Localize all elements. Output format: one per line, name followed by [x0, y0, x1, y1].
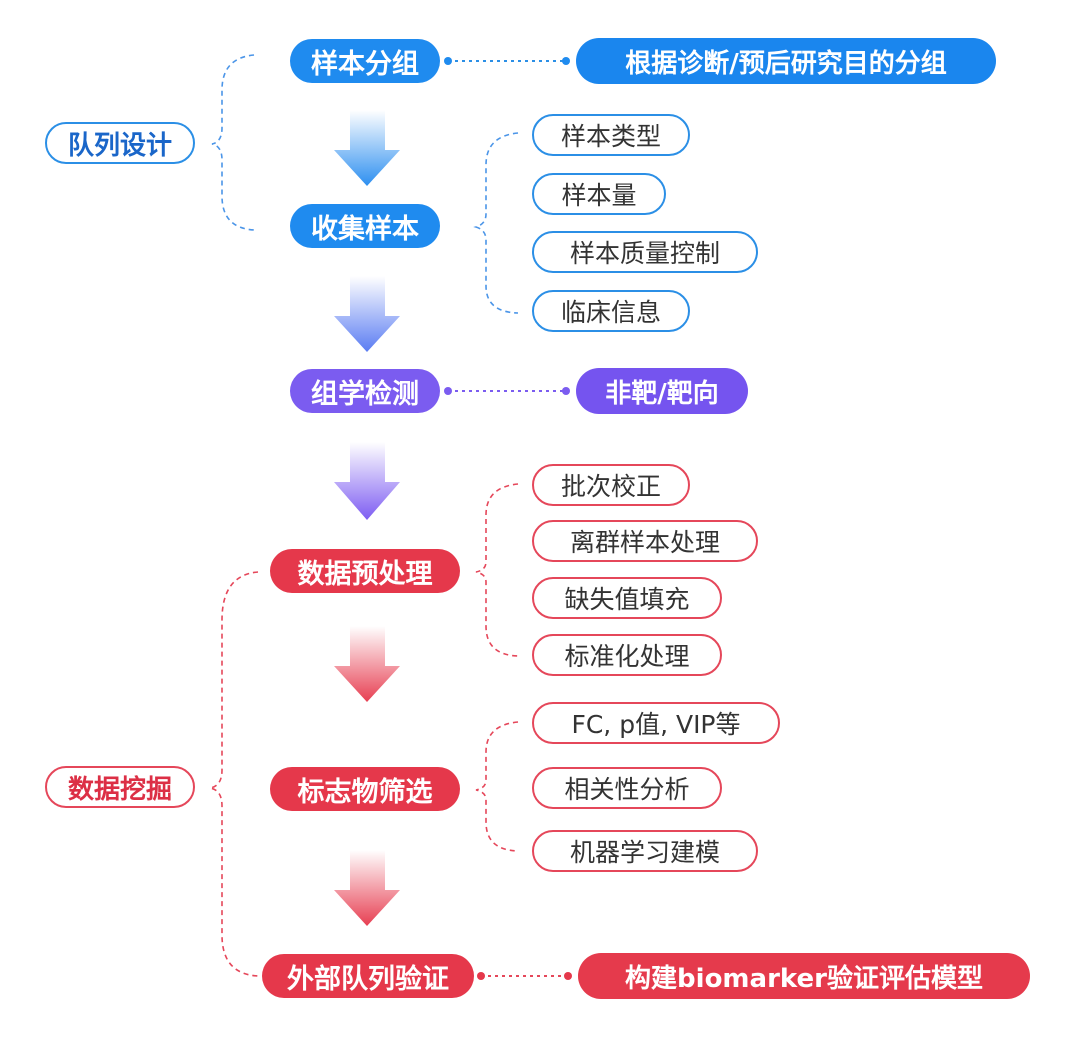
step-sample-grouping: 样本分组	[290, 39, 440, 83]
brace-cohort-design	[211, 54, 255, 231]
detail-grouping-purpose: 根据诊断/预后研究目的分组	[576, 38, 996, 84]
brace-collect-samples	[473, 132, 519, 314]
dot-grouping-start	[444, 57, 452, 65]
flow-arrow-4	[334, 626, 400, 702]
item-fc-p-vip: FC, p值, VIP等	[532, 702, 780, 744]
step-omics-detection: 组学检测	[290, 369, 440, 413]
detail-targeted-untargeted: 非靶/靶向	[576, 368, 748, 414]
item-clinical-information: 临床信息	[532, 290, 690, 332]
dot-validation-start	[477, 972, 485, 980]
flow-arrow-5	[334, 850, 400, 926]
flow-arrow-1	[334, 110, 400, 186]
brace-screening	[475, 721, 519, 852]
item-outlier-handling: 离群样本处理	[532, 520, 758, 562]
item-normalization: 标准化处理	[532, 634, 722, 676]
item-missing-value-imputation: 缺失值填充	[532, 577, 722, 619]
phase-label-data-mining: 数据挖掘	[45, 766, 195, 808]
flow-arrow-2	[334, 276, 400, 352]
dot-grouping-end	[562, 57, 570, 65]
item-sample-size: 样本量	[532, 173, 666, 215]
step-biomarker-screening: 标志物筛选	[270, 767, 460, 811]
item-batch-correction: 批次校正	[532, 464, 690, 506]
phase-label-cohort-design: 队列设计	[45, 122, 195, 164]
item-machine-learning-modeling: 机器学习建模	[532, 830, 758, 872]
brace-data-mining	[209, 571, 259, 977]
item-correlation-analysis: 相关性分析	[532, 767, 722, 809]
flow-arrow-3	[334, 442, 400, 520]
step-data-preprocessing: 数据预处理	[270, 549, 460, 593]
dot-validation-end	[564, 972, 572, 980]
detail-validation-model: 构建biomarker验证评估模型	[578, 953, 1030, 999]
step-collect-samples: 收集样本	[290, 204, 440, 248]
dot-detect-end	[562, 387, 570, 395]
brace-preprocess	[475, 483, 519, 657]
step-external-validation: 外部队列验证	[262, 954, 474, 998]
item-sample-quality-control: 样本质量控制	[532, 231, 758, 273]
dot-detect-start	[444, 387, 452, 395]
item-sample-type: 样本类型	[532, 114, 690, 156]
